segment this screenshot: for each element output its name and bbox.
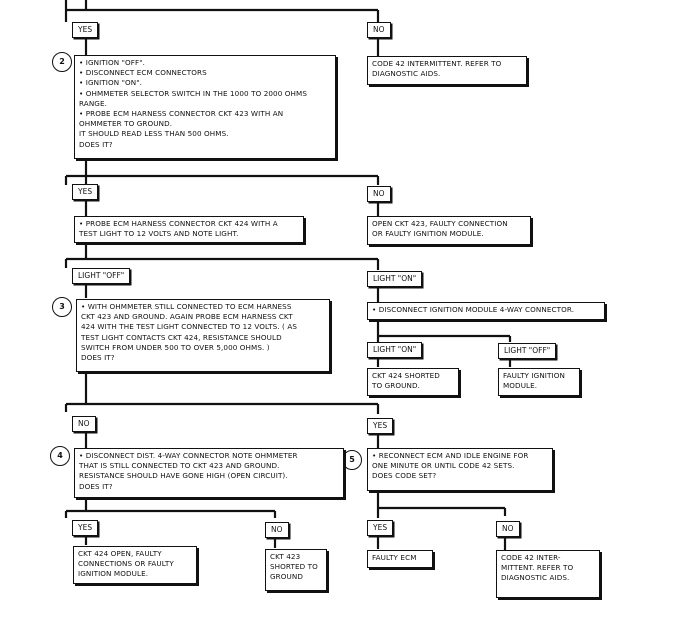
- step-5-instructions: • RECONNECT ECM AND IDLE ENGINE FOR ONE …: [367, 448, 553, 491]
- code42-intermittent-result: CODE 42 INTERMITTENT. REFER TO DIAGNOSTI…: [367, 56, 527, 85]
- yes-label-step5: YES: [367, 520, 394, 536]
- step-3-marker: 3: [52, 297, 72, 317]
- light-off-label: LIGHT "OFF": [72, 268, 131, 284]
- no-label-step2: NO: [367, 186, 391, 202]
- yes-label-top: YES: [72, 22, 99, 38]
- step-4-marker: 4: [50, 446, 70, 466]
- light-off-label-2: LIGHT "OFF": [498, 343, 557, 359]
- step-2-marker: 2: [52, 52, 72, 72]
- step-5-marker: 5: [342, 450, 362, 470]
- faulty-ecm-result: FAULTY ECM: [367, 550, 433, 568]
- yes-label-step2: YES: [72, 184, 99, 200]
- open-ckt423-result: OPEN CKT 423, FAULTY CONNECTION OR FAULT…: [367, 216, 531, 245]
- disconnect-ignition-module-instruction: • DISCONNECT IGNITION MODULE 4-WAY CONNE…: [367, 302, 605, 320]
- step-3-instructions: • WITH OHMMETER STILL CONNECTED TO ECM H…: [76, 299, 330, 372]
- no-label-step5: NO: [496, 521, 520, 537]
- probe-ckt424-instructions: • PROBE ECM HARNESS CONNECTOR CKT 424 WI…: [74, 216, 304, 243]
- no-label-step4: NO: [265, 522, 289, 538]
- ckt423-shorted-result: CKT 423 SHORTED TO GROUND: [265, 549, 327, 591]
- code42-intermittent-result-2: CODE 42 INTER- MITTENT. REFER TO DIAGNOS…: [496, 550, 600, 598]
- step-4-instructions: • DISCONNECT DIST. 4-WAY CONNECTOR NOTE …: [74, 448, 344, 498]
- ckt424-shorted-result: CKT 424 SHORTED TO GROUND.: [367, 368, 459, 396]
- no-label-top: NO: [367, 22, 391, 38]
- light-on-label: LIGHT "ON": [367, 271, 423, 287]
- no-label-step3: NO: [72, 416, 96, 432]
- ckt424-open-result: CKT 424 OPEN, FAULTY CONNECTIONS OR FAUL…: [73, 546, 197, 584]
- light-on-label-2: LIGHT "ON": [367, 342, 423, 358]
- faulty-ignition-module-result: FAULTY IGNITION MODULE.: [498, 368, 580, 396]
- yes-label-step4: YES: [72, 520, 99, 536]
- step-2-instructions: • IGNITION "OFF". • DISCONNECT ECM CONNE…: [74, 55, 336, 159]
- yes-label-step3: YES: [367, 418, 394, 434]
